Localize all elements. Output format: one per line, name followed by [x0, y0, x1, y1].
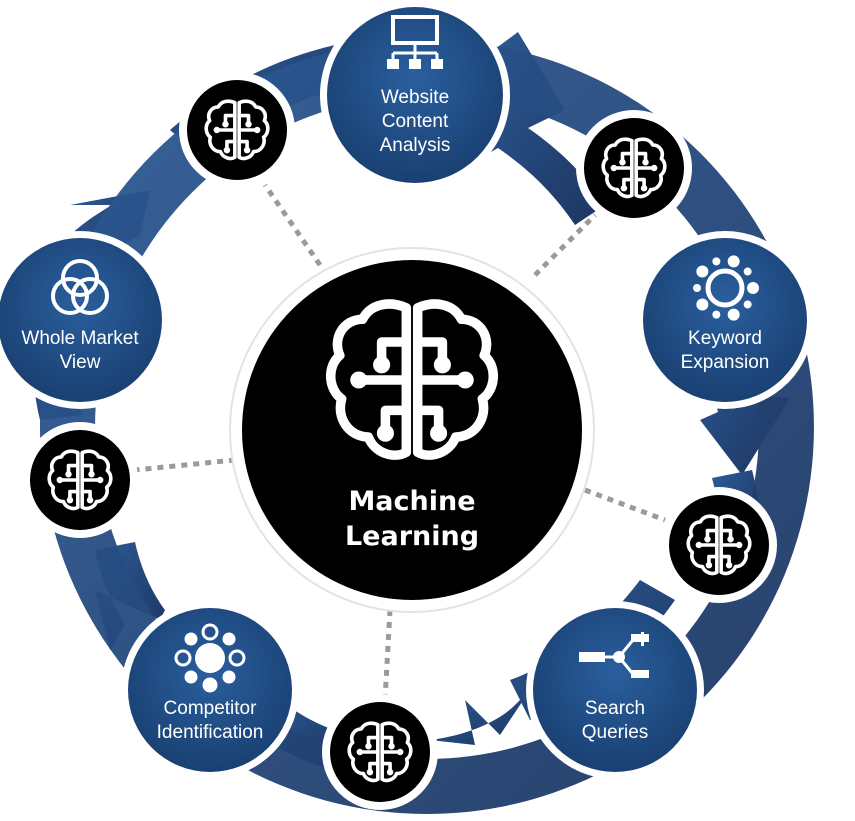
brain-node-disc — [669, 495, 769, 595]
brain-node — [322, 694, 438, 810]
venn-icon — [51, 259, 109, 315]
node-disc — [533, 608, 697, 772]
connector-lines — [134, 183, 666, 701]
node-label-line: View — [60, 352, 101, 373]
node-label-line: Competitor — [164, 698, 258, 719]
node-disc — [327, 7, 503, 183]
node-label-line: Analysis — [380, 135, 451, 156]
node-label-line: Content — [382, 111, 449, 132]
center-title-line-2: Learning — [345, 521, 479, 552]
brain-node — [22, 422, 138, 538]
brain-node-disc — [187, 80, 287, 180]
center-machine-learning: Machine Learning — [229, 247, 595, 613]
process-nodes: WebsiteContentAnalysisKeywordExpansionSe… — [0, 0, 814, 779]
brain-node-disc — [330, 702, 430, 802]
sitemap-icon — [387, 15, 443, 69]
connector-line — [584, 487, 666, 523]
cluster-icon — [174, 623, 246, 693]
brain-node-disc — [30, 430, 130, 530]
brain-node — [179, 72, 295, 188]
connector-line — [533, 213, 597, 277]
node-label-line: Identification — [157, 722, 264, 743]
center-disc — [242, 260, 582, 600]
brain-node — [576, 110, 692, 226]
connector-line — [382, 609, 393, 701]
node-disc — [643, 238, 807, 402]
node-disc — [0, 238, 162, 402]
node-label-line: Keyword — [688, 328, 762, 349]
brain-node — [661, 487, 777, 603]
brain-nodes — [22, 72, 777, 810]
node-label-line: Website — [381, 87, 449, 108]
node-label-line: Queries — [582, 722, 649, 743]
node-label-line: Expansion — [681, 352, 770, 373]
node-label-line: Whole Market — [21, 328, 139, 349]
connector-line — [262, 183, 323, 267]
network-ring-icon — [693, 255, 759, 321]
brain-node-disc — [584, 118, 684, 218]
connector-line — [134, 457, 236, 473]
arrow-segment — [430, 690, 530, 745]
node-label-line: Search — [585, 698, 645, 719]
query-tree-icon — [579, 632, 649, 678]
center-title-line-1: Machine — [348, 486, 475, 517]
